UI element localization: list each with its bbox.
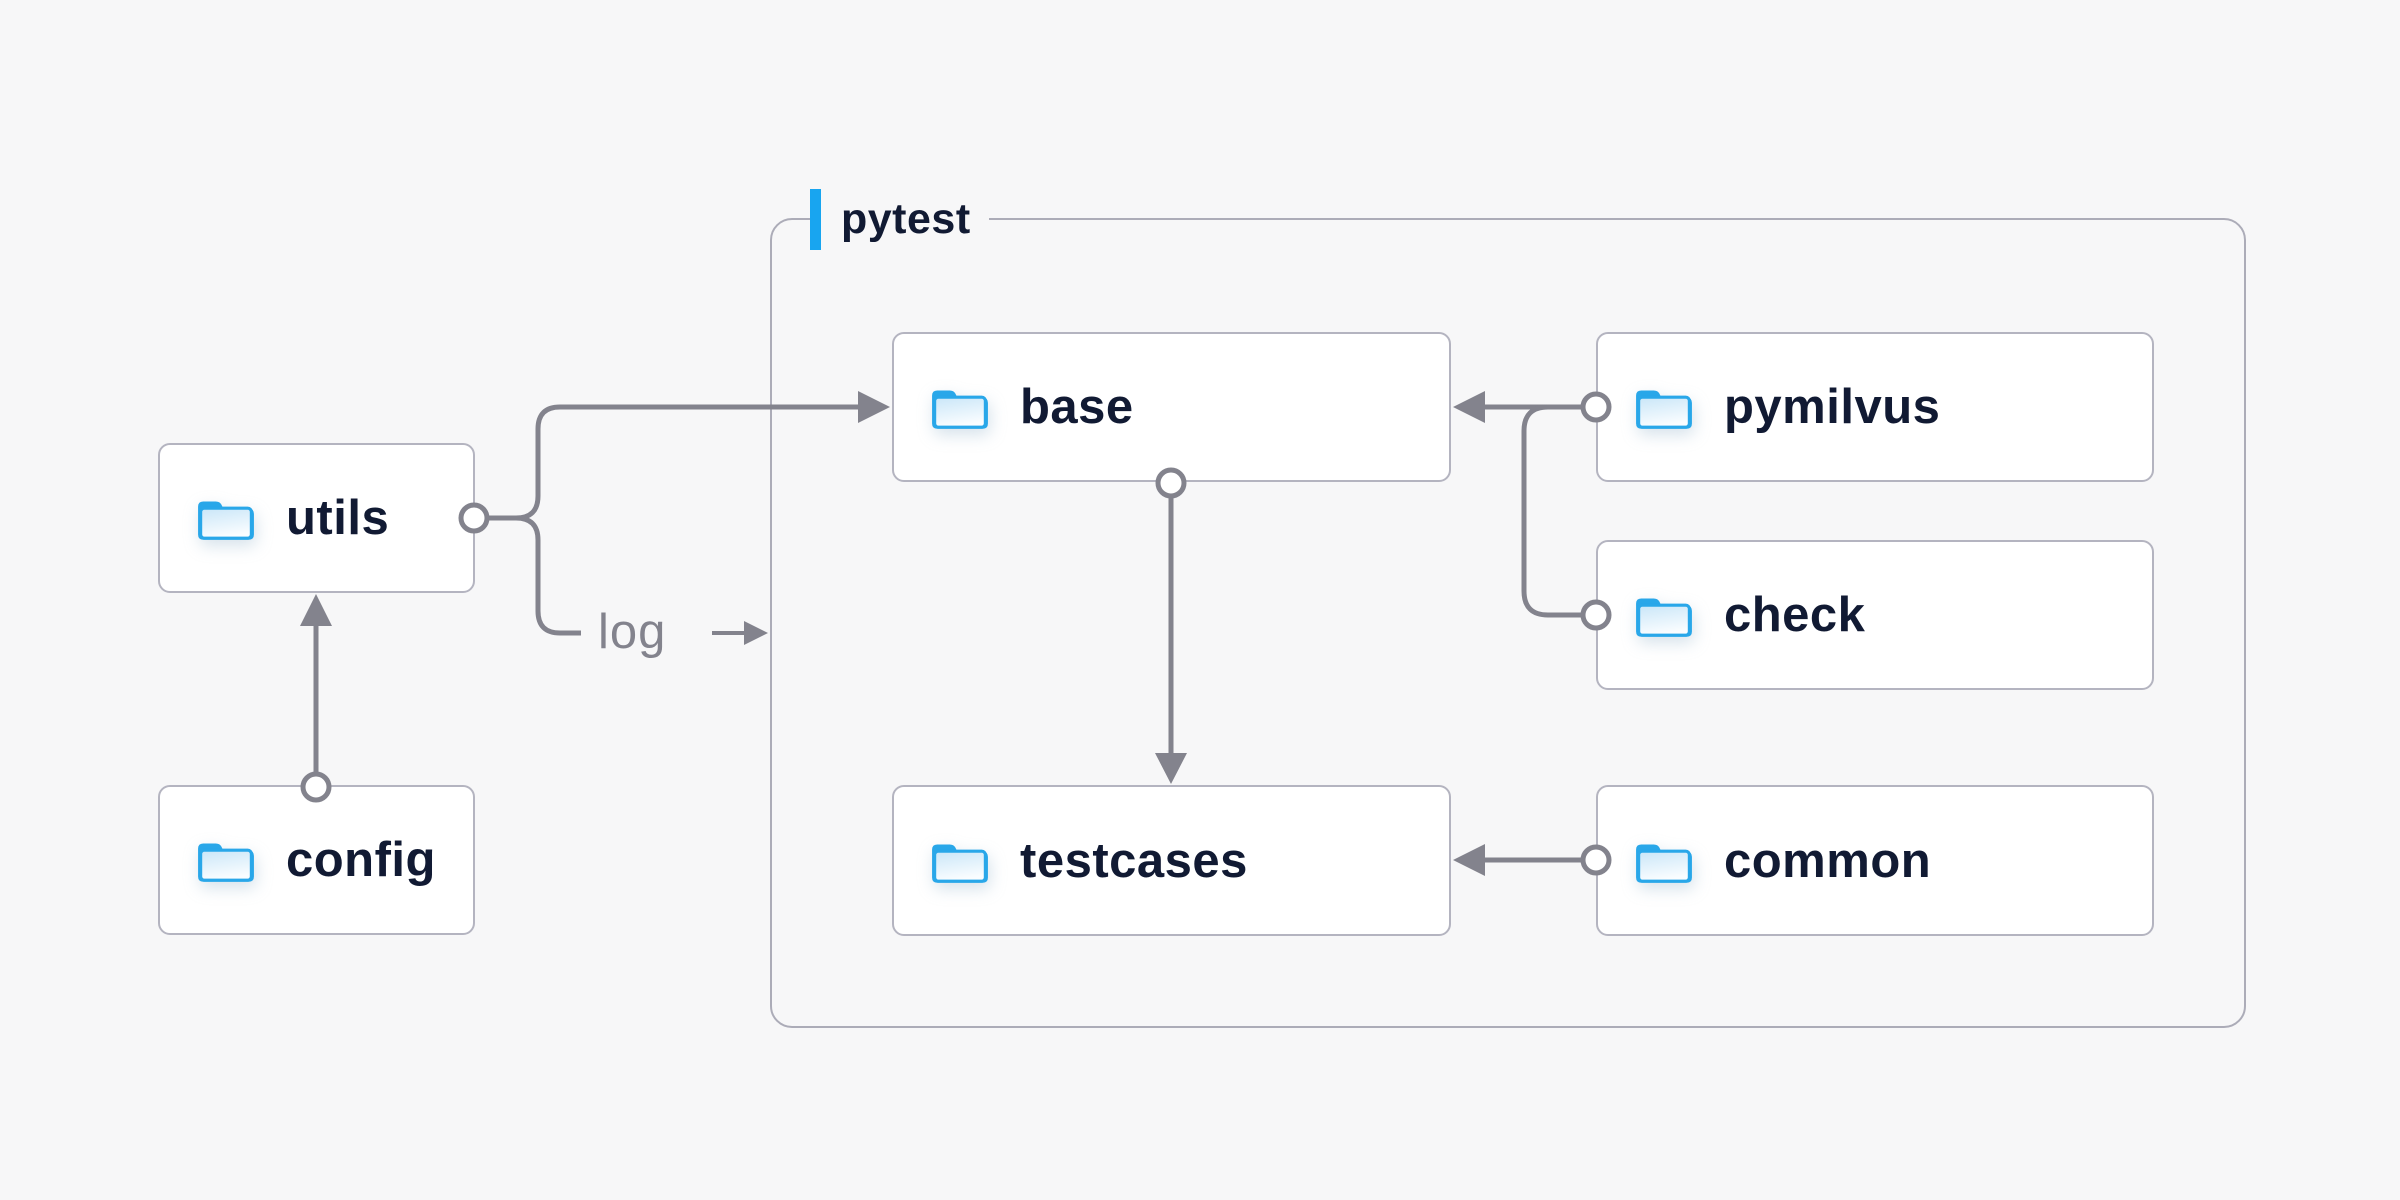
folder-icon: [1634, 836, 1694, 886]
group-accent-bar: [810, 188, 821, 250]
folder-icon: [1634, 590, 1694, 640]
folder-icon: [930, 836, 990, 886]
node-label: testcases: [1020, 833, 1248, 888]
node-base: base: [892, 332, 1451, 482]
node-label: utils: [286, 491, 390, 545]
node-config: config: [158, 785, 475, 935]
group-label-text: pytest: [841, 194, 971, 243]
folder-icon: [1634, 382, 1694, 432]
folder-icon: [196, 835, 256, 885]
node-check: check: [1596, 540, 2154, 690]
pytest-group: pytest: [770, 187, 2246, 1028]
folder-icon: [196, 493, 256, 543]
node-label: config: [286, 833, 436, 887]
node-label: base: [1020, 380, 1134, 434]
pytest-group-label: pytest: [810, 187, 989, 251]
edge-utils-log: [515, 515, 581, 636]
node-label: common: [1724, 833, 1932, 888]
folder-icon: [930, 382, 990, 432]
node-pymilvus: pymilvus: [1596, 332, 2154, 482]
node-utils: utils: [158, 443, 475, 593]
node-label: check: [1724, 588, 1866, 642]
node-testcases: testcases: [892, 785, 1451, 936]
node-common: common: [1596, 785, 2154, 936]
node-label: pymilvus: [1724, 380, 1941, 434]
edge-label-log: log: [598, 605, 667, 659]
arrowhead-log-group: [744, 621, 768, 645]
arrowhead-config-utils: [300, 594, 332, 626]
